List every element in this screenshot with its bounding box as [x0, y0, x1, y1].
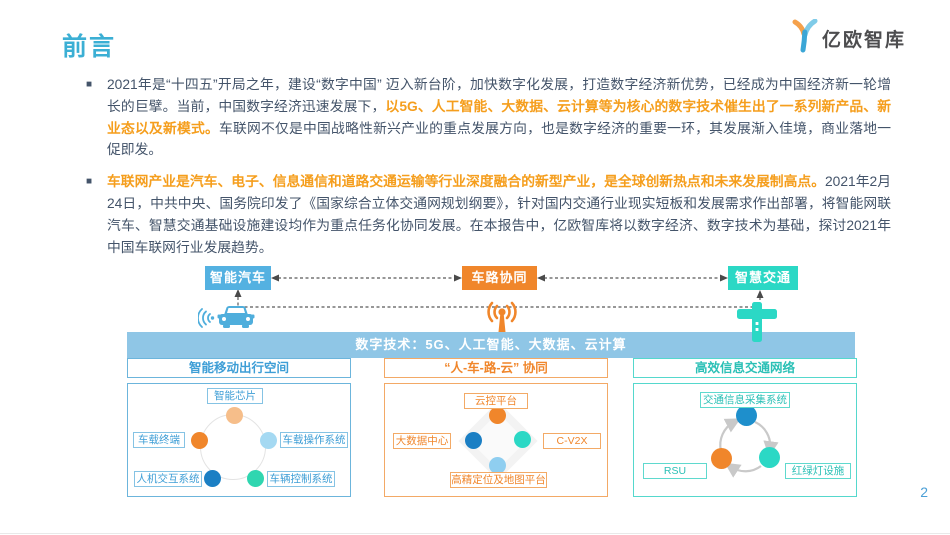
v2x-beacon-icon — [487, 299, 517, 339]
page-title: 前言 — [62, 33, 117, 61]
intro-paragraphs: ■ 2021年是“十四五”开局之年，建设“数字中国” 迈入新台阶，加快数字化发展… — [85, 74, 891, 268]
digital-tech-banner: 数字技术：5G、人工智能、大数据、云计算 — [127, 332, 855, 358]
column-header-traffic-network: 高效信息交通网络 — [633, 358, 857, 378]
dot-traffic-info-system — [736, 405, 757, 426]
node-vehicle-road-coordination: 车路协同 — [462, 266, 537, 290]
paragraph-text: 2021年是“十四五”开局之年，建设“数字中国” 迈入新台阶，加快数字化发展，打… — [107, 77, 891, 114]
label-traffic-light: 红绿灯设施 — [785, 463, 851, 479]
label-vehicle-os: 车载操作系统 — [280, 432, 348, 448]
dot-vehicle-terminal — [191, 432, 208, 449]
traffic-signal-icon — [735, 302, 779, 347]
column-smart-mobility: 智能芯片 车载终端 车载操作系统 人机交互系统 车辆控制系统 — [127, 383, 351, 497]
dot-hmi-system — [204, 470, 221, 487]
node-smart-traffic: 智慧交通 — [728, 266, 798, 290]
label-bigdata-center: 大数据中心 — [393, 433, 451, 449]
column-header-smart-mobility: 智能移动出行空间 — [127, 358, 351, 378]
dot-cv2x — [514, 431, 531, 448]
dot-hd-map — [489, 457, 506, 474]
label-rsu: RSU — [643, 463, 707, 479]
label-vehicle-terminal: 车载终端 — [133, 432, 185, 448]
page-number: 2 — [920, 484, 928, 500]
dot-bigdata-center — [465, 432, 482, 449]
cycle-arrows — [719, 418, 779, 478]
paragraph-1: ■ 2021年是“十四五”开局之年，建设“数字中国” 迈入新台阶，加快数字化发展… — [85, 74, 891, 161]
dot-traffic-light — [759, 447, 780, 468]
label-cloud-platform: 云控平台 — [464, 393, 528, 409]
label-traffic-info-system: 交通信息采集系统 — [700, 392, 790, 408]
label-vehicle-control: 车辆控制系统 — [267, 471, 335, 487]
dot-vehicle-control — [247, 470, 264, 487]
label-hd-map: 高精定位及地图平台 — [450, 472, 547, 488]
paragraph-text: 2021年2月24日，中共中央、国务院印发了《国家综合立体交通网规划纲要》，针对… — [107, 174, 891, 255]
paragraph-2: ■ 车联网产业是汽车、电子、信息通信和道路交通运输等行业深度融合的新型产业，是全… — [85, 171, 891, 258]
paragraph-text: 车联网不仅是中国战略性新兴产业的重点发展方向，也是数字经济的重要一环，其发展渐入… — [107, 120, 891, 158]
dot-cloud-platform — [489, 407, 506, 424]
column-traffic-network: 交通信息采集系统 RSU 红绿灯设施 — [633, 383, 857, 497]
bullet-marker: ■ — [86, 176, 93, 188]
paragraph-highlight: 以5G、人工智能、大数据、云计算等为核心的数字技术催生出了一系列新产品、新业态以… — [107, 98, 892, 136]
logo-text: 亿欧智库 — [821, 30, 906, 51]
bullet-marker: ■ — [86, 79, 93, 90]
dot-smart-chip — [226, 407, 243, 424]
connected-car-icon — [197, 302, 258, 335]
column-header-collaboration: “人-车-路-云” 协同 — [384, 358, 608, 378]
paragraph-highlight: 车联网产业是汽车、电子、信息通信和道路交通运输等行业深度融合的新型产业，是全球创… — [107, 174, 825, 190]
yiou-y-logo-icon — [791, 18, 819, 58]
label-hmi-system: 人机交互系统 — [134, 471, 202, 487]
dot-vehicle-os — [260, 432, 277, 449]
logo: 亿欧智库 — [791, 18, 906, 58]
footer-divider — [0, 533, 950, 534]
column-collaboration: 云控平台 大数据中心 C-V2X 高精定位及地图平台 — [384, 383, 608, 497]
dot-rsu — [711, 448, 732, 469]
label-smart-chip: 智能芯片 — [207, 388, 263, 404]
label-cv2x: C-V2X — [543, 433, 601, 449]
node-smart-vehicle: 智能汽车 — [205, 266, 271, 290]
